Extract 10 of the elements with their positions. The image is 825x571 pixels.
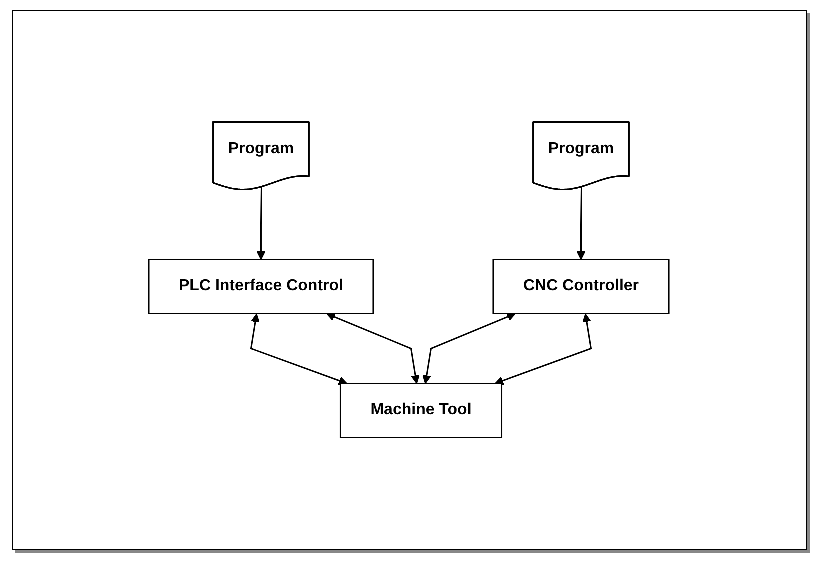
node-box	[148, 259, 375, 314]
arrow	[577, 187, 586, 260]
arrow	[257, 187, 266, 260]
node-box	[493, 259, 670, 314]
arrow	[327, 312, 420, 384]
arrow	[423, 312, 516, 384]
arrow	[495, 314, 593, 386]
arrow	[250, 314, 348, 386]
diagram-frame: Program Program PLC Interface Control CNC Controller Machine Tool	[12, 10, 807, 550]
node-box	[340, 383, 503, 438]
